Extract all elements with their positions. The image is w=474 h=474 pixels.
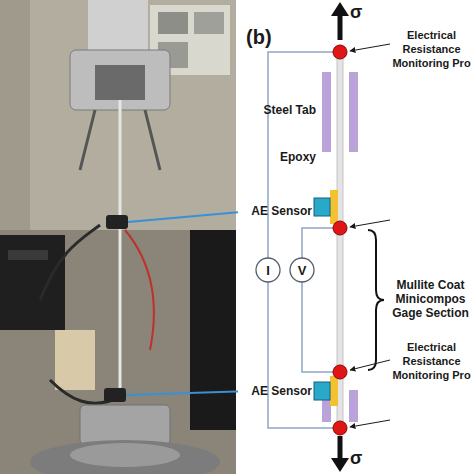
pointer-arrow <box>350 360 390 370</box>
steel-tab <box>349 390 358 422</box>
panel-background <box>238 0 474 474</box>
meter-circle-shape <box>256 258 280 282</box>
photo-crosshead <box>88 0 148 50</box>
photo-box <box>55 330 95 390</box>
pointer-arrow <box>350 420 390 427</box>
photo-base-top <box>70 443 180 467</box>
panel-letter: (b) <box>246 26 290 48</box>
photo-sensor-clip <box>106 215 128 229</box>
steel-tab <box>349 72 358 152</box>
epoxy <box>330 190 338 224</box>
photo-instrument <box>0 235 65 330</box>
load-arrow <box>338 436 343 460</box>
epoxy <box>330 376 338 406</box>
photo-poster-image <box>158 12 188 34</box>
photo-grip-jaw <box>95 65 145 100</box>
resistance-probe <box>333 421 347 435</box>
ae-sensor <box>314 382 330 400</box>
resistance-probe <box>333 365 347 379</box>
photo-cable <box>40 225 100 300</box>
part-label: Steel Tab <box>244 103 316 117</box>
photo-grip-rod <box>145 110 160 170</box>
photo-bottom-grip <box>80 405 170 445</box>
photo-sensor-clip <box>104 388 126 402</box>
load-arrow-head <box>331 2 349 16</box>
meter-circle-shape <box>290 258 314 282</box>
stress-symbol: σ <box>350 2 374 22</box>
meter-circle: I <box>255 257 281 283</box>
resistance-probe <box>333 221 347 235</box>
load-arrow <box>338 14 343 40</box>
resistance-probe <box>333 45 347 59</box>
photo-cable <box>125 230 154 350</box>
current-wire <box>268 282 340 428</box>
part-label: AE Sensor <box>244 204 312 218</box>
meter-circle: V <box>289 257 315 283</box>
photo-poster-image <box>194 12 224 34</box>
photo-background <box>0 0 236 474</box>
meter-symbol: V <box>289 257 315 283</box>
part-label: Epoxy <box>254 150 316 164</box>
photo <box>0 0 236 474</box>
leader-line <box>128 211 252 222</box>
ae-sensor <box>314 198 330 216</box>
meter-symbol: I <box>255 257 281 283</box>
gage-bracket <box>368 230 384 370</box>
voltage-wire <box>302 282 340 372</box>
leader-line <box>126 391 252 395</box>
photo-wall <box>0 0 236 230</box>
photo-wall <box>0 0 236 230</box>
stress-symbol: σ <box>350 448 374 468</box>
photo-instrument <box>190 230 236 430</box>
probe-label: Electrical Resistance Monitoring Pro <box>389 340 474 382</box>
pointer-arrow <box>350 44 390 51</box>
steel-tab <box>322 72 331 152</box>
load-arrow-head <box>331 458 349 472</box>
photo-specimen <box>119 100 122 400</box>
part-label: AE Sensor <box>244 384 312 398</box>
photo-grip-rod <box>80 110 95 170</box>
photo-cabinet <box>0 0 30 230</box>
probe-label: Electrical Resistance Monitoring Pro <box>389 28 474 70</box>
photo-base <box>30 440 220 474</box>
pointer-arrow <box>350 220 390 227</box>
gage-label: Mullite Coat Minicompos Gage Section <box>387 278 474 320</box>
photo-instrument-panel <box>8 250 48 260</box>
